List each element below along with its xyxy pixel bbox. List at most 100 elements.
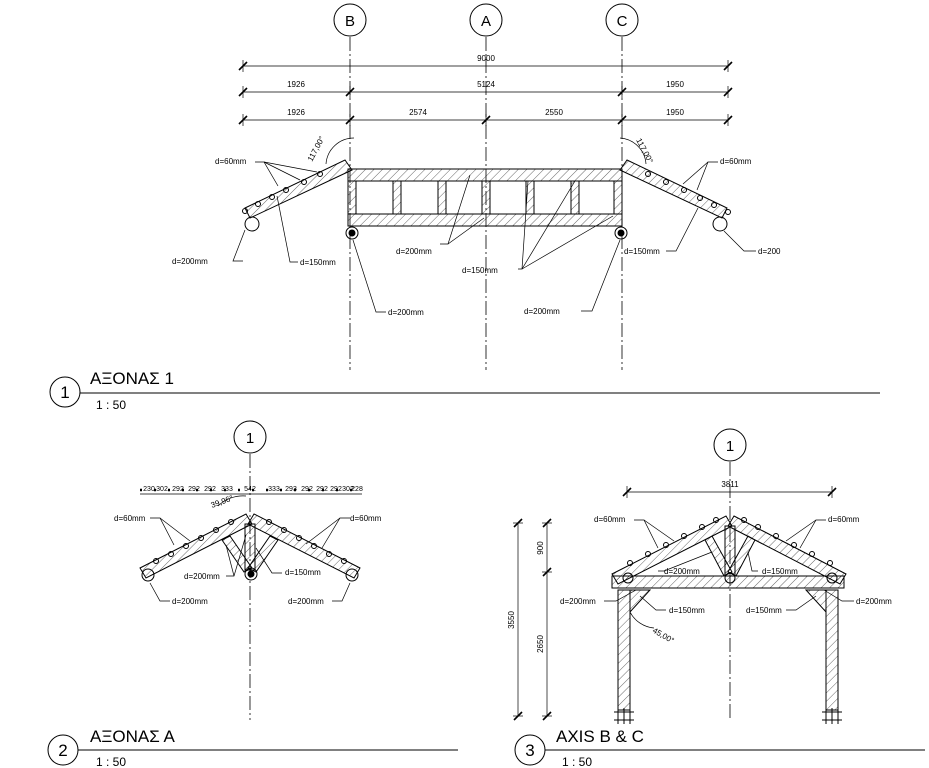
- chain-4: 292: [188, 486, 200, 493]
- dim-row2-mid: 5124: [477, 80, 495, 89]
- view-title-3: 3 AXIS B & C 1 : 50: [514, 727, 925, 768]
- view-title-2: 2 ΑΞΟΝΑΣ Α 1 : 50: [47, 727, 458, 768]
- dimension-row-3: 1926 2574 2550 1950: [238, 108, 733, 126]
- top-chord: [347, 168, 623, 182]
- leaders-view-1: [232, 161, 756, 313]
- label-d200-c: d=200mm: [524, 307, 560, 316]
- view-scale: 1 : 50: [96, 398, 126, 412]
- angle-left-text: 117,00°: [306, 135, 327, 163]
- base-plates: [614, 708, 842, 724]
- view-2-section: 1 230 302 292 292 292 333 542 333 293 29…: [47, 420, 458, 768]
- view-number-circle: [49, 376, 81, 408]
- chain-13: 302: [342, 486, 354, 493]
- purlins-view-3: [627, 517, 833, 566]
- chain-8: 333: [268, 486, 280, 493]
- chain-5: 292: [204, 486, 216, 493]
- dim-upper-h: 900: [536, 541, 545, 555]
- label-2-d150: d=150mm: [285, 568, 321, 577]
- label-3-d150-left: d=150mm: [669, 606, 705, 615]
- chain-6: 333: [221, 486, 233, 493]
- label-d60-right: d=60mm: [720, 157, 752, 166]
- dim-total-text: 9000: [477, 54, 495, 63]
- brace-right: [247, 535, 279, 573]
- label-d200-right: d=200: [758, 247, 781, 256]
- view-number: 1: [60, 383, 69, 402]
- right-rafter: [619, 159, 728, 219]
- view-3-scale: 1 : 50: [562, 755, 592, 768]
- chain-11: 292: [316, 486, 328, 493]
- label-d200-b: d=200mm: [388, 308, 424, 317]
- axis-label-1b: 1: [726, 438, 734, 455]
- purlins-left: [242, 171, 323, 214]
- axis-label-b: B: [345, 13, 355, 30]
- view-2-title: ΑΞΟΝΑΣ Α: [90, 727, 176, 746]
- dim-width-text: 3811: [721, 480, 739, 489]
- left-rafter: [244, 159, 353, 219]
- dim-row3-4: 1950: [666, 108, 684, 117]
- axis-label-c: C: [617, 13, 628, 30]
- angle-arc-right: [619, 137, 647, 165]
- view-3-number: 3: [525, 741, 534, 760]
- truss-frame: [347, 168, 623, 227]
- purlins-right: [645, 171, 731, 215]
- dimension-heights: 3550 900 2650: [507, 518, 552, 721]
- label-d200-left: d=200mm: [172, 257, 208, 266]
- axis-bubble-b: [333, 3, 367, 37]
- angle-right-text: 117,00°: [634, 137, 655, 165]
- axis-bubble-1b: [713, 428, 747, 462]
- dim-row3-2: 2574: [409, 108, 427, 117]
- tie-beam: [611, 575, 845, 589]
- view-title: ΑΞΟΝΑΣ 1: [90, 369, 174, 388]
- column-right: [825, 589, 839, 711]
- label-3-d200-left: d=200mm: [560, 597, 596, 606]
- leaders-view-2: [149, 517, 351, 602]
- dim-row2-right: 1950: [666, 80, 684, 89]
- axis-bubble-c: [605, 3, 639, 37]
- axis-bubble-1: [233, 420, 267, 454]
- view-3-title: AXIS B & C: [556, 727, 644, 746]
- axis-label-1: 1: [246, 430, 254, 447]
- view-2-number: 2: [58, 741, 67, 760]
- dimension-chain: 230 302 292 292 292 333 542 333 293 292 …: [140, 486, 363, 495]
- label-d60-left: d=60mm: [215, 157, 247, 166]
- label-2-d200-right: d=200mm: [288, 597, 324, 606]
- beam-end-right: [712, 216, 728, 232]
- beam-end-left: [244, 216, 260, 232]
- dim-total-h: 3550: [507, 611, 516, 629]
- chain-7: 542: [244, 486, 256, 493]
- chain-1: 230: [143, 486, 155, 493]
- dim-row3-1: 1926: [287, 108, 305, 117]
- knee-left: [629, 589, 652, 614]
- leaders-view-3: [604, 519, 854, 611]
- label-2-d60-right: d=60mm: [350, 514, 382, 523]
- axis-bubble-a: [469, 3, 503, 37]
- view-title-1: 1 ΑΞΟΝΑΣ 1 1 : 50: [49, 369, 880, 412]
- label-3-d60-right: d=60mm: [828, 515, 860, 524]
- king-post: [244, 523, 256, 571]
- chain-9: 293: [285, 486, 297, 493]
- label-3-d150-right: d=150mm: [746, 606, 782, 615]
- label-2-d200-left: d=200mm: [172, 597, 208, 606]
- column-left: [617, 589, 631, 711]
- dimension-width: 3811: [622, 480, 837, 498]
- label-2-d200-mid: d=200mm: [184, 572, 220, 581]
- angle-3-text: 45,00°: [651, 626, 676, 645]
- label-3-d60-left: d=60mm: [594, 515, 626, 524]
- label-3-d200-mid: d=200mm: [664, 567, 700, 576]
- knee-right: [804, 589, 827, 614]
- bottom-chord: [347, 213, 623, 227]
- beam-end-c: [614, 226, 628, 240]
- chain-2: 302: [156, 486, 168, 493]
- label-d150-left: d=150mm: [300, 258, 336, 267]
- angle-2-text: 39,96°: [210, 493, 235, 509]
- view-1-elevation: B A C 9000: [49, 3, 880, 412]
- view-2-scale: 1 : 50: [96, 755, 126, 768]
- axis-label-a: A: [481, 13, 491, 30]
- roof-right: [247, 513, 361, 579]
- angle-arc-left: [325, 137, 355, 165]
- dim-row3-3: 2550: [545, 108, 563, 117]
- chain-10: 292: [301, 486, 313, 493]
- chain-14: 228: [351, 486, 363, 493]
- chain-3: 292: [172, 486, 184, 493]
- label-d200-chord: d=200mm: [396, 247, 432, 256]
